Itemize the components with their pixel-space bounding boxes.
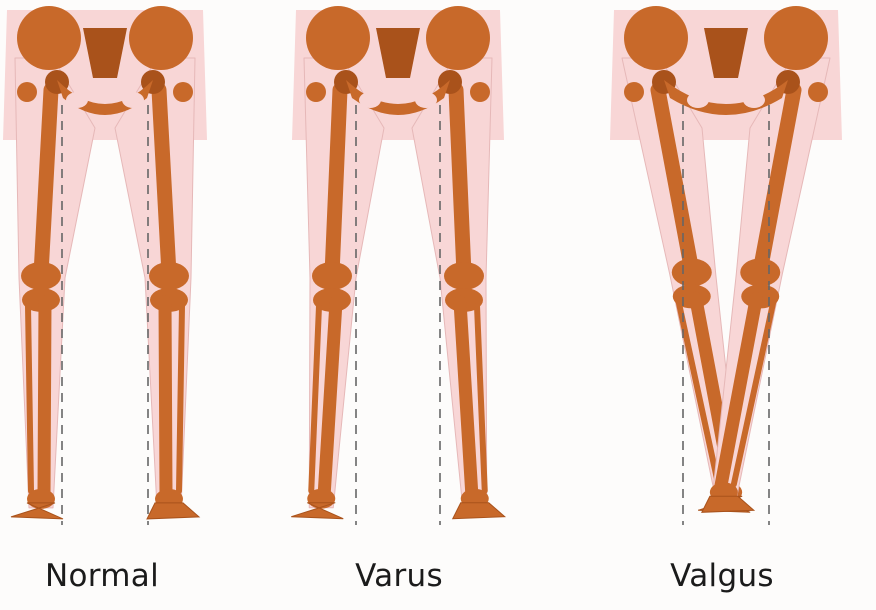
normal-right-tibia (37, 295, 52, 500)
normal-skeleton (3, 6, 207, 525)
normal-right-fibula (25, 302, 35, 494)
valgus-sacrum (704, 28, 748, 78)
varus-label: Varus (355, 558, 443, 594)
varus-right-iliac-wing (306, 6, 370, 70)
normal-right-femoral-condyle (21, 261, 62, 290)
valgus-left-obturator (743, 92, 765, 108)
valgus-right-femur (650, 82, 700, 278)
normal-right-foot (10, 502, 64, 520)
varus-left-iliac-wing (426, 6, 490, 70)
normal-left-tibia (158, 295, 173, 500)
varus-right-tibia (317, 295, 343, 500)
normal-label: Normal (45, 558, 159, 594)
normal-right-femur (33, 82, 59, 282)
normal-sacrum (83, 28, 127, 78)
normal-right-obturator (66, 92, 88, 108)
valgus-left-femur (752, 82, 802, 278)
varus-left-obturator (415, 92, 437, 108)
valgus-right-iliac-wing (624, 6, 688, 70)
varus-right-femoral-condyle (312, 261, 353, 290)
varus-right-fibula (308, 302, 323, 494)
normal-left-foot (146, 502, 201, 520)
varus-right-foot (291, 502, 344, 520)
varus-left-trochanter (470, 82, 490, 102)
normal-left-trochanter (173, 82, 193, 102)
normal-left-obturator (122, 92, 144, 108)
valgus-right-trochanter (624, 82, 644, 102)
varus-left-femoral-condyle (443, 261, 484, 290)
valgus-right-femoral-condyle (671, 258, 712, 287)
varus-skeleton (291, 6, 507, 525)
varus-right-trochanter (306, 82, 326, 102)
valgus-left-foot (701, 495, 756, 513)
skeleton-illustrations (3, 6, 842, 525)
normal-left-femur (151, 82, 177, 282)
valgus-right-fibula (675, 299, 722, 488)
varus-sacrum (376, 28, 420, 78)
valgus-left-femoral-condyle (740, 258, 781, 287)
valgus-left-iliac-wing (764, 6, 828, 70)
varus-right-obturator (359, 92, 381, 108)
normal-left-fibula (175, 302, 185, 494)
varus-left-femur (448, 82, 472, 282)
normal-right-iliac-wing (17, 6, 81, 70)
valgus-left-tibia (714, 291, 763, 493)
normal-left-iliac-wing (129, 6, 193, 70)
valgus-left-fibula (730, 299, 777, 488)
normal-left-femoral-condyle (148, 261, 189, 290)
valgus-label: Valgus (670, 558, 774, 594)
varus-right-femur (324, 82, 348, 282)
valgus-left-trochanter (808, 82, 828, 102)
varus-left-fibula (473, 302, 488, 494)
normal-right-trochanter (17, 82, 37, 102)
varus-left-tibia (453, 295, 479, 500)
varus-left-foot (451, 502, 507, 520)
valgus-skeleton (610, 6, 842, 525)
valgus-right-obturator (687, 92, 709, 108)
